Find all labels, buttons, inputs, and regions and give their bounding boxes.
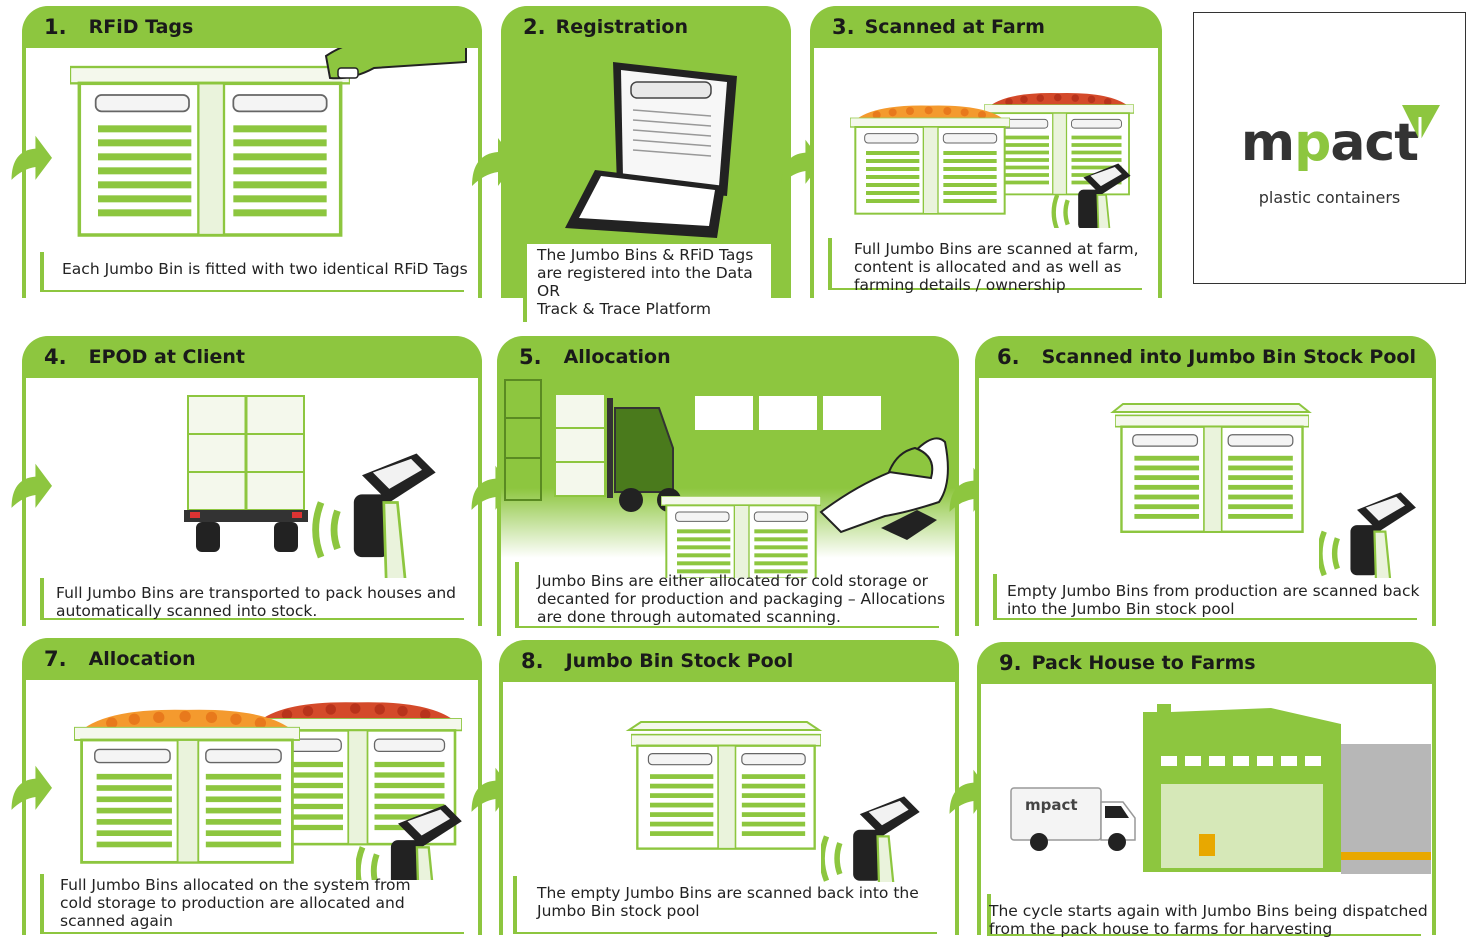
caption-rule [515, 562, 939, 628]
truck-logo-text: mpact [1025, 796, 1078, 814]
full-bins-allocated-illustration [26, 680, 478, 880]
step-1-illustration [26, 48, 478, 298]
step-3-caption: Full Jumbo Bins are scanned at farm, con… [854, 240, 1139, 294]
step-9-illustration: mpact [981, 684, 1432, 935]
flow-arrow-icon [6, 456, 52, 512]
step-5-illustration [501, 378, 955, 636]
flow-arrow-icon [6, 758, 52, 814]
step-8-panel: 8. Jumbo Bin Stock Pool The empty Jumbo … [499, 640, 959, 935]
step-number: 8. [521, 649, 544, 673]
step-title: Scanned into Jumbo Bin Stock Pool [1041, 346, 1416, 368]
step-number: 6. [997, 345, 1020, 369]
step-2-panel: 2. Registration The Jumbo Bins & RFiD Ta… [501, 6, 791, 322]
stock-pool-bin-illustration [625, 721, 955, 882]
step-8-caption: The empty Jumbo Bins are scanned back in… [537, 884, 919, 920]
step-1-panel: 1. RFiD Tags Each Jumbo Bin is fitted wi… [22, 6, 482, 298]
mpact-logo-box: mpact plastic containers [1193, 12, 1466, 284]
step-4-caption: Full Jumbo Bins are transported to pack … [56, 584, 457, 620]
laptop-illustration [565, 62, 737, 238]
pack-house-truck-illustration: mpact [1010, 704, 1431, 874]
caption-rule [40, 252, 464, 292]
full-bins-being-scanned-illustration [814, 48, 1158, 228]
step-9-panel: 9. Pack House to Farms mpact The cycle s… [977, 642, 1436, 938]
step-number: 9. [999, 651, 1022, 675]
step-number: 5. [519, 345, 542, 369]
caption-rule [828, 238, 1142, 290]
logo-tagline: plastic containers [1258, 188, 1401, 207]
step-6-caption: Empty Jumbo Bins from production are sca… [1007, 582, 1420, 618]
caption-rule [993, 574, 1417, 620]
mpact-logo: mpact [1240, 113, 1419, 173]
step-title: Registration [555, 16, 688, 38]
step-title: Allocation [563, 346, 671, 368]
bin-with-rfid-tags-illustration [70, 48, 467, 237]
step-title: Pack House to Farms [1031, 652, 1256, 674]
step-6-header: 6. Scanned into Jumbo Bin Stock Pool [975, 336, 1436, 378]
step-title: EPOD at Client [88, 346, 246, 368]
step-4-header: 4. EPOD at Client [22, 336, 482, 378]
step-number: 4. [44, 345, 67, 369]
step-title: Allocation [88, 648, 196, 670]
step-title: RFiD Tags [88, 16, 194, 38]
step-4-illustration [26, 378, 478, 626]
step-number: 7. [44, 647, 67, 671]
caption-rule [513, 876, 937, 934]
step-number: 1. [44, 15, 67, 39]
step-9-header: 9. Pack House to Farms [977, 642, 1436, 684]
step-8-illustration [503, 682, 955, 935]
step-3-header: 3. Scanned at Farm [810, 6, 1162, 48]
step-2-illustration [505, 48, 787, 298]
step-3-panel: 3. Scanned at Farm Full Jumbo Bins are s… [810, 6, 1162, 298]
step-number: 3. [832, 15, 855, 39]
step-7-caption: Full Jumbo Bins allocated on the system … [60, 876, 411, 930]
step-number: 2. [523, 15, 546, 39]
step-5-panel: 5. Allocation [497, 336, 959, 636]
empty-bin-scanned-illustration [1110, 403, 1432, 578]
caption-rule [40, 874, 464, 934]
step-5-header: 5. Allocation [497, 336, 959, 378]
step-6-panel: 6. Scanned into Jumbo Bin Stock Pool Emp… [975, 336, 1436, 626]
step-title: Scanned at Farm [864, 16, 1045, 38]
step-2-header: 2. Registration [501, 6, 791, 48]
step-1-header: 1. RFiD Tags [22, 6, 482, 48]
truck-with-bins-illustration [184, 395, 478, 578]
step-7-header: 7. Allocation [22, 638, 482, 680]
caption-rule [40, 578, 464, 620]
step-1-caption: Each Jumbo Bin is fitted with two identi… [62, 260, 468, 278]
step-6-illustration [979, 378, 1432, 626]
warehouse-forklift-illustration [501, 378, 955, 593]
flow-arrow-icon [6, 128, 52, 184]
step-5-caption: Jumbo Bins are either allocated for cold… [537, 572, 946, 626]
step-8-header: 8. Jumbo Bin Stock Pool [499, 640, 959, 682]
step-9-caption: The cycle starts again with Jumbo Bins b… [989, 902, 1428, 938]
step-title: Jumbo Bin Stock Pool [565, 650, 794, 672]
logo-leaf-icon [1402, 105, 1440, 141]
step-2-caption: The Jumbo Bins & RFiD Tags are registere… [523, 244, 771, 322]
step-7-panel: 7. Allocation Full Jumbo Bins allocated … [22, 638, 482, 935]
step-4-panel: 4. EPOD at Client Full Jumbo Bins are tr… [22, 336, 482, 626]
